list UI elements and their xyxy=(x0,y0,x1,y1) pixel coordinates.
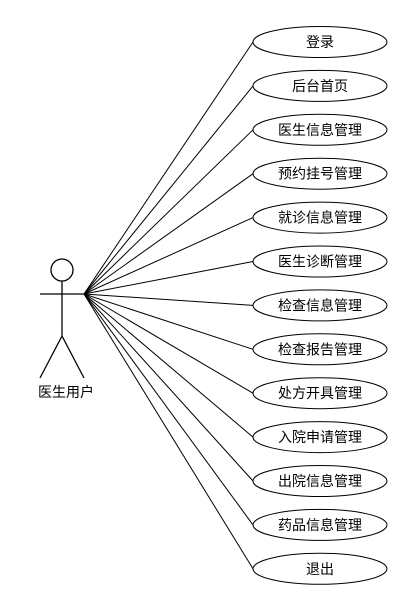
use-case-ellipse xyxy=(252,377,388,410)
use-case-node: 检查报告管理 xyxy=(252,333,388,366)
association-line xyxy=(83,261,254,295)
association-line xyxy=(83,85,254,295)
use-case-ellipse xyxy=(252,465,388,497)
use-case-ellipse xyxy=(252,157,388,190)
use-case-node: 药品信息管理 xyxy=(252,508,388,541)
use-case-label: 预约挂号管理 xyxy=(278,167,362,183)
association-line xyxy=(83,173,254,295)
use-case-node: 医生诊断管理 xyxy=(252,245,388,278)
use-case-node: 检查信息管理 xyxy=(252,289,388,322)
use-case-node: 医生信息管理 xyxy=(252,113,388,146)
actor-head xyxy=(50,258,74,282)
association-line xyxy=(83,41,254,295)
use-case-ellipse xyxy=(252,245,388,278)
use-case-label: 就诊信息管理 xyxy=(278,210,362,227)
use-case-label: 处方开具管理 xyxy=(278,386,362,402)
use-case-label: 检查报告管理 xyxy=(278,342,362,358)
actor-left-leg xyxy=(39,335,63,379)
use-case-node: 预约挂号管理 xyxy=(252,157,388,190)
use-case-label: 登录 xyxy=(306,35,334,51)
use-case-node: 后台首页 xyxy=(252,69,388,102)
use-case-ellipse xyxy=(252,289,388,322)
use-case-ellipse xyxy=(252,201,388,234)
use-case-ellipse xyxy=(252,333,388,366)
association-line xyxy=(83,293,254,394)
use-cases: 登录后台首页医生信息管理预约挂号管理就诊信息管理医生诊断管理检查信息管理检查报告… xyxy=(252,26,388,585)
use-case-ellipse xyxy=(252,421,388,454)
use-case-ellipse xyxy=(252,113,388,146)
use-case-ellipse xyxy=(252,508,388,541)
use-case-node: 入院申请管理 xyxy=(252,421,388,454)
use-case-label: 出院信息管理 xyxy=(278,473,362,490)
use-case-label: 医生诊断管理 xyxy=(278,255,362,271)
association-line xyxy=(83,293,254,438)
association-line xyxy=(83,293,254,482)
association-line xyxy=(83,293,254,570)
use-case-label: 退出 xyxy=(306,562,334,578)
actor-right-leg xyxy=(61,335,85,379)
association-line xyxy=(83,129,254,295)
use-case-ellipse xyxy=(252,26,388,58)
use-case-label: 检查信息管理 xyxy=(278,297,362,314)
use-case-node: 登录 xyxy=(252,26,388,58)
association-line xyxy=(83,217,254,295)
use-case-label: 药品信息管理 xyxy=(278,517,362,534)
use-case-label: 医生信息管理 xyxy=(278,122,362,139)
use-case-ellipse xyxy=(252,552,388,585)
association-line xyxy=(83,293,254,306)
association-line xyxy=(83,293,254,526)
use-case-node: 处方开具管理 xyxy=(252,377,388,410)
use-case-ellipse xyxy=(252,69,388,102)
association-line xyxy=(83,293,254,350)
use-case-node: 就诊信息管理 xyxy=(252,201,388,234)
use-case-node: 退出 xyxy=(252,552,388,585)
use-case-label: 入院申请管理 xyxy=(278,430,362,446)
actor-label: 医生用户 xyxy=(38,384,94,401)
use-case-node: 出院信息管理 xyxy=(252,465,388,497)
association-lines xyxy=(83,41,254,570)
actor-doctor-user: 医生用户 xyxy=(38,258,94,401)
use-case-label: 后台首页 xyxy=(292,79,348,95)
